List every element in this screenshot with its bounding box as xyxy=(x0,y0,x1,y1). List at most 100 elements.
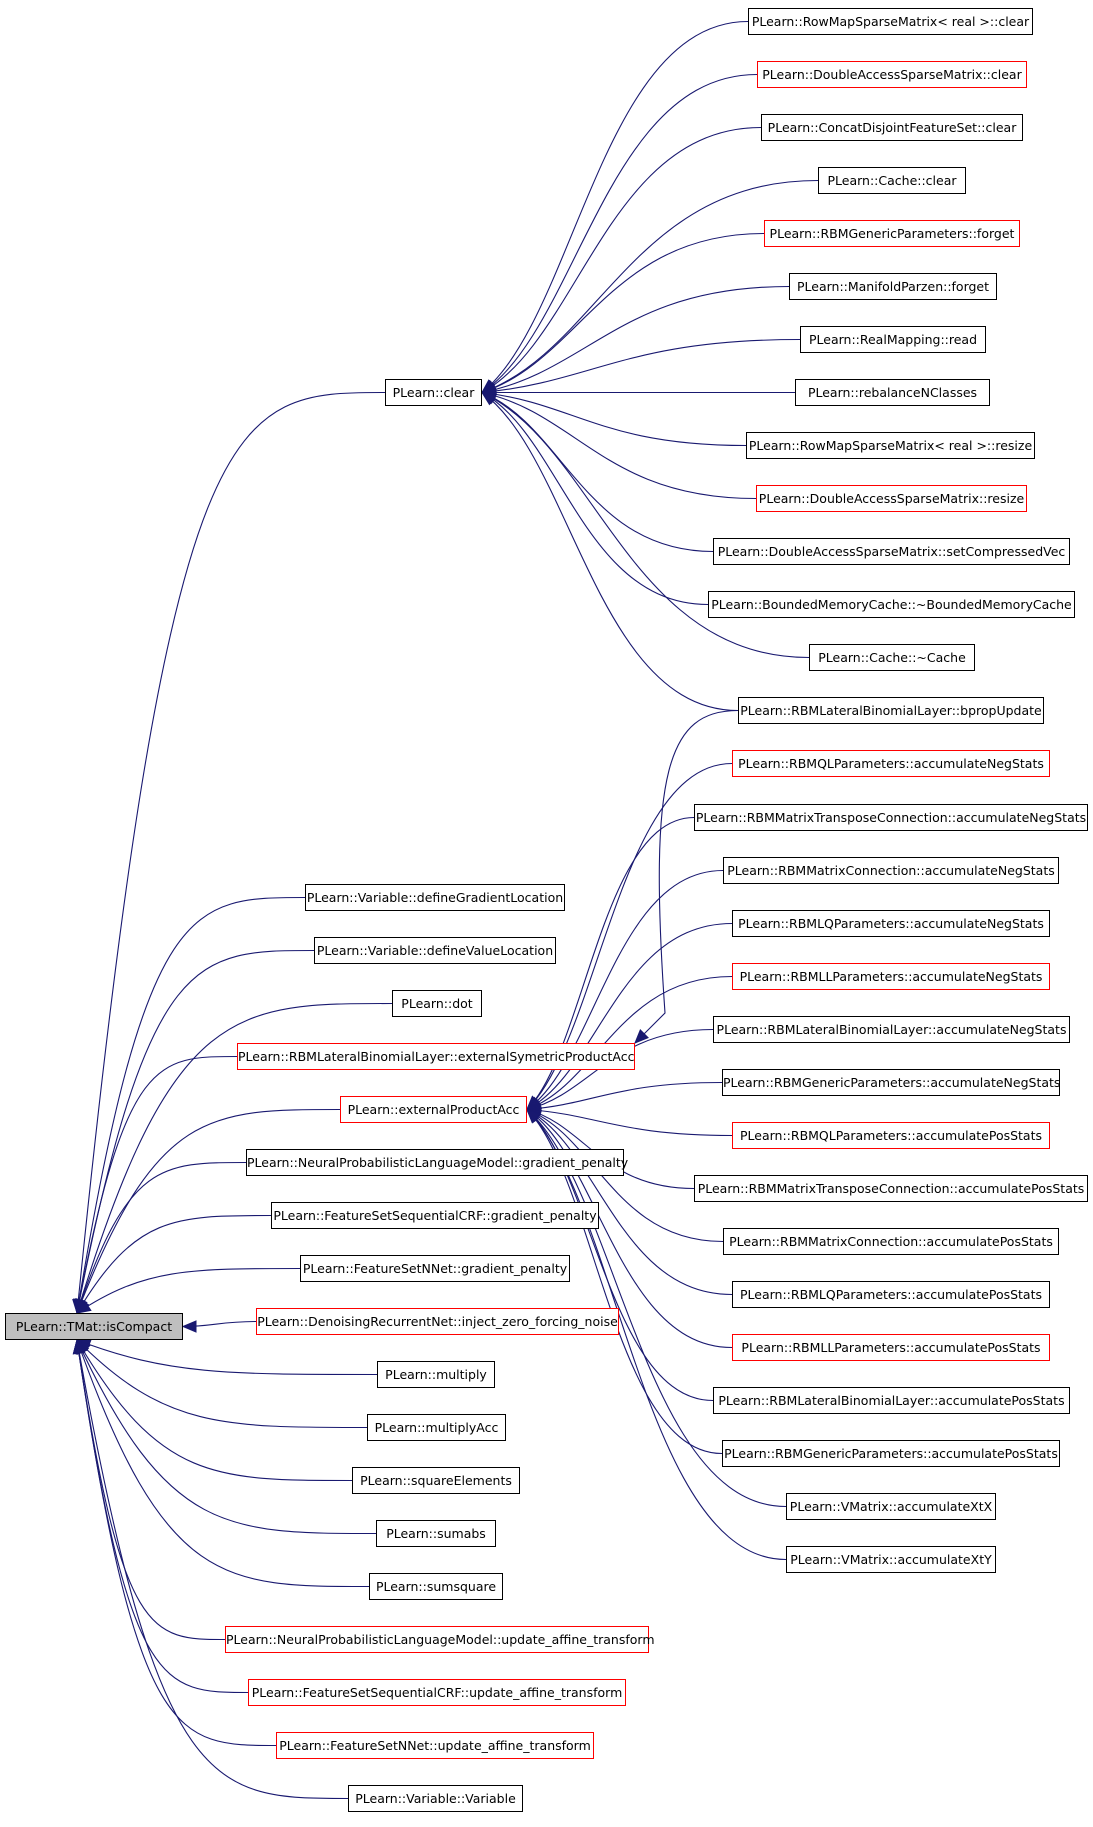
graph-node-c9[interactable]: PLearn::RowMapSparseMatrix< real >::resi… xyxy=(746,432,1035,459)
edge-m18-to-root xyxy=(76,1339,349,1800)
graph-node-m7[interactable]: PLearn::FeatureSetSequentialCRF::gradien… xyxy=(271,1202,599,1229)
graph-node-e12[interactable]: PLearn::RBMLLParameters::accumulatePosSt… xyxy=(732,1334,1050,1361)
arrowhead xyxy=(634,1029,649,1044)
edge-e2-to-epa xyxy=(526,816,695,1110)
graph-node-e5[interactable]: PLearn::RBMLLParameters::accumulateNegSt… xyxy=(732,963,1050,990)
graph-node-c6[interactable]: PLearn::ManifoldParzen::forget xyxy=(789,273,997,300)
graph-node-e1[interactable]: PLearn::RBMQLParameters::accumulateNegSt… xyxy=(732,750,1050,777)
graph-node-m3[interactable]: PLearn::dot xyxy=(392,990,482,1017)
edge-c13-to-clear xyxy=(481,392,810,659)
graph-node-bprop[interactable]: PLearn::RBMLateralBinomialLayer::bpropUp… xyxy=(738,697,1044,724)
graph-node-e3[interactable]: PLearn::RBMMatrixConnection::accumulateN… xyxy=(723,857,1059,884)
graph-node-c4[interactable]: PLearn::Cache::clear xyxy=(818,167,966,194)
edge-e1-to-epa xyxy=(526,762,733,1110)
edge-c1-to-clear xyxy=(481,20,749,393)
graph-node-e8[interactable]: PLearn::RBMQLParameters::accumulatePosSt… xyxy=(732,1122,1050,1149)
graph-node-c1[interactable]: PLearn::RowMapSparseMatrix< real >::clea… xyxy=(748,8,1033,35)
graph-node-epa[interactable]: PLearn::externalProductAcc xyxy=(340,1096,527,1123)
edge-bprop-to-ext xyxy=(634,709,739,1044)
edge-e3-to-epa xyxy=(526,869,724,1110)
arrowhead xyxy=(73,1338,86,1355)
graph-node-m10[interactable]: PLearn::multiply xyxy=(377,1361,495,1388)
arrowhead xyxy=(526,1108,541,1124)
edge-e10-to-epa xyxy=(526,1108,724,1243)
edge-e5-to-epa xyxy=(526,975,733,1111)
arrowhead xyxy=(75,1300,92,1314)
edge-epa-to-root xyxy=(76,1108,341,1314)
arrowhead xyxy=(181,1320,197,1333)
edge-m13-to-root xyxy=(76,1339,377,1535)
graph-node-m12[interactable]: PLearn::squareElements xyxy=(352,1467,520,1494)
graph-node-c12[interactable]: PLearn::BoundedMemoryCache::~BoundedMemo… xyxy=(708,591,1075,618)
edge-c2-to-clear xyxy=(481,73,758,393)
edge-e12-to-epa xyxy=(526,1109,733,1349)
edge-ext-to-root xyxy=(76,1055,238,1314)
edge-c11-to-clear xyxy=(481,391,714,553)
graph-node-c2[interactable]: PLearn::DoubleAccessSparseMatrix::clear xyxy=(757,61,1027,88)
graph-node-m2[interactable]: PLearn::Variable::defineValueLocation xyxy=(314,937,556,964)
edge-m3-to-root xyxy=(76,1002,393,1314)
graph-node-m18[interactable]: PLearn::Variable::Variable xyxy=(348,1785,523,1812)
edge-m1-to-root xyxy=(76,896,306,1314)
graph-node-e9[interactable]: PLearn::RBMMatrixTransposeConnection::ac… xyxy=(694,1175,1088,1202)
graph-node-c10[interactable]: PLearn::DoubleAccessSparseMatrix::resize xyxy=(756,485,1027,512)
graph-node-m6[interactable]: PLearn::NeuralProbabilisticLanguageModel… xyxy=(246,1149,628,1176)
edge-m11-to-root xyxy=(76,1339,368,1429)
graph-node-e15[interactable]: PLearn::VMatrix::accumulateXtX xyxy=(786,1493,996,1520)
graph-node-e14[interactable]: PLearn::RBMGenericParameters::accumulate… xyxy=(722,1440,1060,1467)
graph-node-m8[interactable]: PLearn::FeatureSetNNet::gradient_penalty xyxy=(300,1255,570,1282)
edge-e7-to-epa xyxy=(526,1081,723,1111)
arrowhead xyxy=(480,391,497,406)
edge-e11-to-epa xyxy=(526,1109,733,1296)
graph-node-e16[interactable]: PLearn::VMatrix::accumulateXtY xyxy=(786,1546,996,1573)
graph-node-c11[interactable]: PLearn::DoubleAccessSparseMatrix::setCom… xyxy=(713,538,1070,565)
edge-m2-to-root xyxy=(76,949,315,1314)
graph-node-m16[interactable]: PLearn::FeatureSetSequentialCRF::update_… xyxy=(248,1679,626,1706)
edge-c10-to-clear xyxy=(481,391,757,500)
edge-layer xyxy=(76,20,819,1800)
graph-node-c7[interactable]: PLearn::RealMapping::read xyxy=(800,326,986,353)
edge-m8-to-root xyxy=(76,1267,301,1314)
graph-node-m15[interactable]: PLearn::NeuralProbabilisticLanguageModel… xyxy=(225,1626,655,1653)
graph-node-e7[interactable]: PLearn::RBMGenericParameters::accumulate… xyxy=(722,1069,1060,1096)
edge-c7-to-clear xyxy=(481,338,801,394)
edge-c5-to-clear xyxy=(481,232,765,394)
graph-node-c8[interactable]: PLearn::rebalanceNClasses xyxy=(795,379,990,406)
edge-c3-to-clear xyxy=(481,126,762,393)
edge-m15-to-root xyxy=(76,1339,226,1641)
graph-node-c13[interactable]: PLearn::Cache::~Cache xyxy=(809,644,975,671)
edge-c6-to-clear xyxy=(481,285,790,394)
graph-node-m14[interactable]: PLearn::sumsquare xyxy=(369,1573,503,1600)
graph-node-e4[interactable]: PLearn::RBMLQParameters::accumulateNegSt… xyxy=(732,910,1050,937)
edge-m14-to-root xyxy=(76,1339,370,1588)
edge-m10-to-root xyxy=(76,1339,378,1376)
graph-node-e2[interactable]: PLearn::RBMMatrixTransposeConnection::ac… xyxy=(694,804,1088,831)
graph-node-e6[interactable]: PLearn::RBMLateralBinomialLayer::accumul… xyxy=(713,1016,1070,1043)
edge-e14-to-epa xyxy=(526,1109,723,1455)
edge-m6-to-root xyxy=(76,1161,247,1314)
graph-node-m11[interactable]: PLearn::multiplyAcc xyxy=(367,1414,506,1441)
edge-c9-to-clear xyxy=(481,391,747,447)
graph-node-e13[interactable]: PLearn::RBMLateralBinomialLayer::accumul… xyxy=(713,1387,1070,1414)
edge-m12-to-root xyxy=(76,1339,353,1482)
edge-m17-to-root xyxy=(76,1339,277,1747)
edge-c12-to-clear xyxy=(481,392,709,606)
graph-node-c5[interactable]: PLearn::RBMGenericParameters::forget xyxy=(764,220,1020,247)
edge-m7-to-root xyxy=(76,1214,272,1314)
graph-node-e11[interactable]: PLearn::RBMLQParameters::accumulatePosSt… xyxy=(732,1281,1050,1308)
graph-node-m9[interactable]: PLearn::DenoisingRecurrentNet::inject_ze… xyxy=(256,1308,619,1335)
edge-bprop-to-clear xyxy=(481,392,739,712)
graph-node-m1[interactable]: PLearn::Variable::defineGradientLocation xyxy=(305,884,565,911)
graph-node-m13[interactable]: PLearn::sumabs xyxy=(376,1520,496,1547)
graph-node-e10[interactable]: PLearn::RBMMatrixConnection::accumulateP… xyxy=(723,1228,1059,1255)
graph-node-ext[interactable]: PLearn::RBMLateralBinomialLayer::externa… xyxy=(237,1043,635,1070)
graph-node-m17[interactable]: PLearn::FeatureSetNNet::update_affine_tr… xyxy=(276,1732,594,1759)
edge-e4-to-epa xyxy=(526,922,733,1110)
graph-node-c3[interactable]: PLearn::ConcatDisjointFeatureSet::clear xyxy=(761,114,1023,141)
edge-c4-to-clear xyxy=(481,179,819,394)
arrowhead-layer xyxy=(72,379,649,1355)
graph-node-clear[interactable]: PLearn::clear xyxy=(385,379,482,406)
edge-clear-to-root xyxy=(76,391,386,1314)
graph-node-root[interactable]: PLearn::TMat::isCompact xyxy=(5,1313,183,1340)
